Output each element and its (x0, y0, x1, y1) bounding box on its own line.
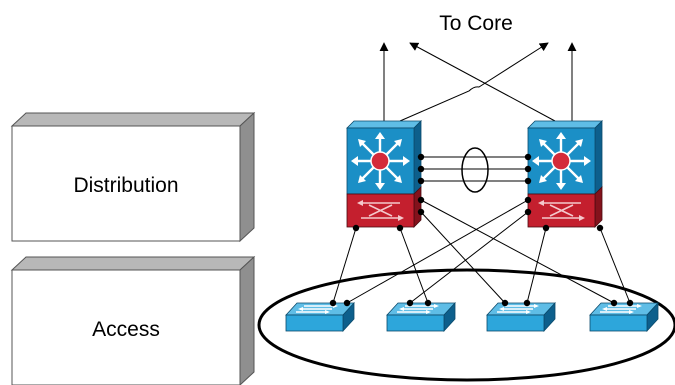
downlink (420, 199, 615, 304)
access-block: Access (10, 255, 256, 385)
distribution-label: Distribution (73, 174, 178, 197)
downlink (399, 227, 429, 304)
core-uplinks (379, 42, 577, 122)
distribution-interlinks (421, 147, 528, 193)
uplink-arrow (409, 42, 556, 122)
access-group-ellipse (257, 268, 675, 382)
distribution-node-right (526, 119, 604, 228)
downlink (346, 199, 529, 304)
uplink-arrow (399, 42, 549, 122)
access-switch-icon (285, 302, 355, 332)
to-core-label: To Core (439, 12, 513, 35)
access-switch-icon (486, 302, 556, 332)
downlink (420, 211, 506, 304)
downlink (599, 227, 631, 304)
access-switches (285, 302, 659, 332)
router-icon (345, 119, 423, 196)
access-label: Access (92, 318, 160, 341)
etherchannel-ellipse (461, 147, 489, 193)
distribution-node-left (345, 119, 423, 228)
access-switch-icon (386, 302, 456, 332)
distribution-block: Distribution (10, 111, 256, 243)
downlink (409, 211, 529, 304)
access-switch-icon (589, 302, 659, 332)
downlink (526, 227, 547, 304)
port-dots (329, 153, 634, 307)
downlink (332, 227, 357, 304)
router-icon (526, 119, 604, 196)
